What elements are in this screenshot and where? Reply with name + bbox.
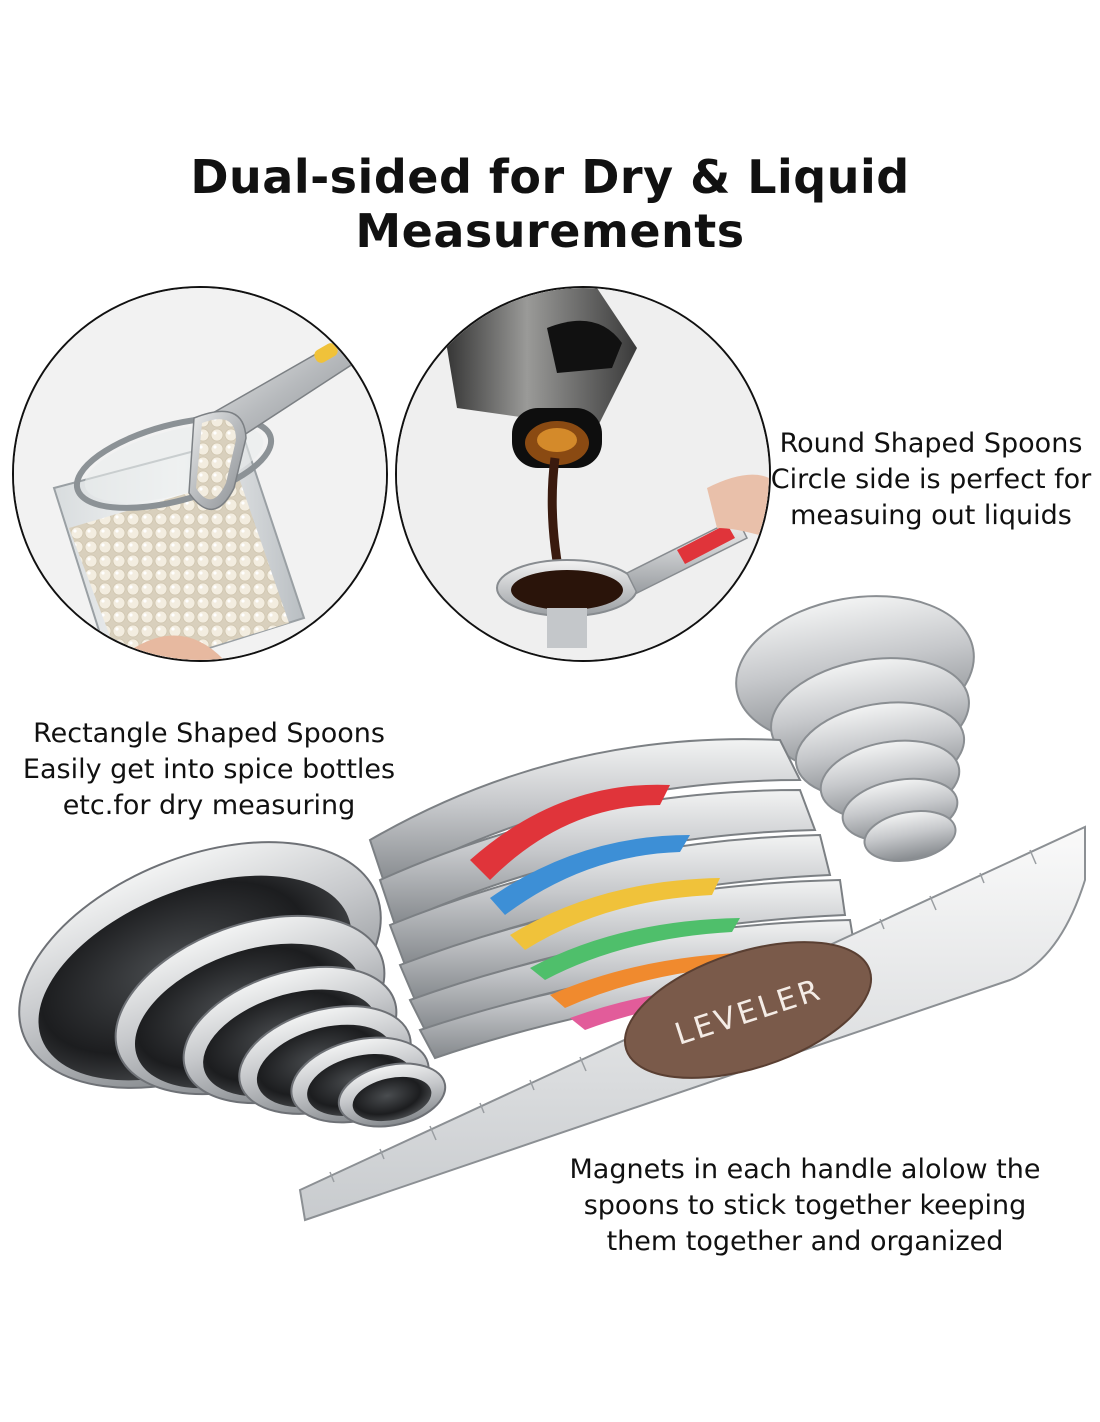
bottle-and-spoon-illustration [397, 288, 769, 660]
magnet-blue [490, 835, 690, 915]
caption-line: spoons to stick together keeping [583, 1190, 1027, 1221]
rectangle-spoons-caption: Rectangle Shaped Spoons Easily get into … [14, 716, 404, 824]
caption-line: Magnets in each handle alolow the [569, 1154, 1041, 1185]
caption-line: Rectangle Shaped Spoons [33, 718, 385, 749]
caption-line: measuing out liquids [790, 500, 1072, 531]
caption-line: them together and organized [606, 1226, 1004, 1257]
liquid-measuring-photo [395, 286, 771, 662]
caption-line: etc.for dry measuring [62, 790, 356, 821]
magnets-caption: Magnets in each handle alolow the spoons… [540, 1152, 1070, 1260]
caption-line: Round Shaped Spoons [779, 428, 1083, 459]
measuring-spoon-set-illustration: LEVELER [18, 595, 1086, 1222]
leveler-badge [623, 941, 873, 1079]
leveler-ruler: LEVELER [298, 825, 1086, 1222]
magnet-green [530, 918, 740, 980]
round-spoon-ends [735, 595, 975, 862]
caption-line: Circle side is perfect for [770, 464, 1092, 495]
magnet-yellow [510, 878, 720, 950]
headline: Dual-sided for Dry & Liquid Measurements [190, 150, 910, 258]
oval-spoon-ends [18, 841, 447, 1128]
dry-measuring-photo [12, 286, 388, 662]
round-spoons-caption: Round Shaped Spoons Circle side is perfe… [762, 426, 1100, 534]
magnet-red [470, 784, 670, 880]
caption-line: Easily get into spice bottles [22, 754, 396, 785]
jar-and-spoon-illustration [14, 288, 386, 660]
